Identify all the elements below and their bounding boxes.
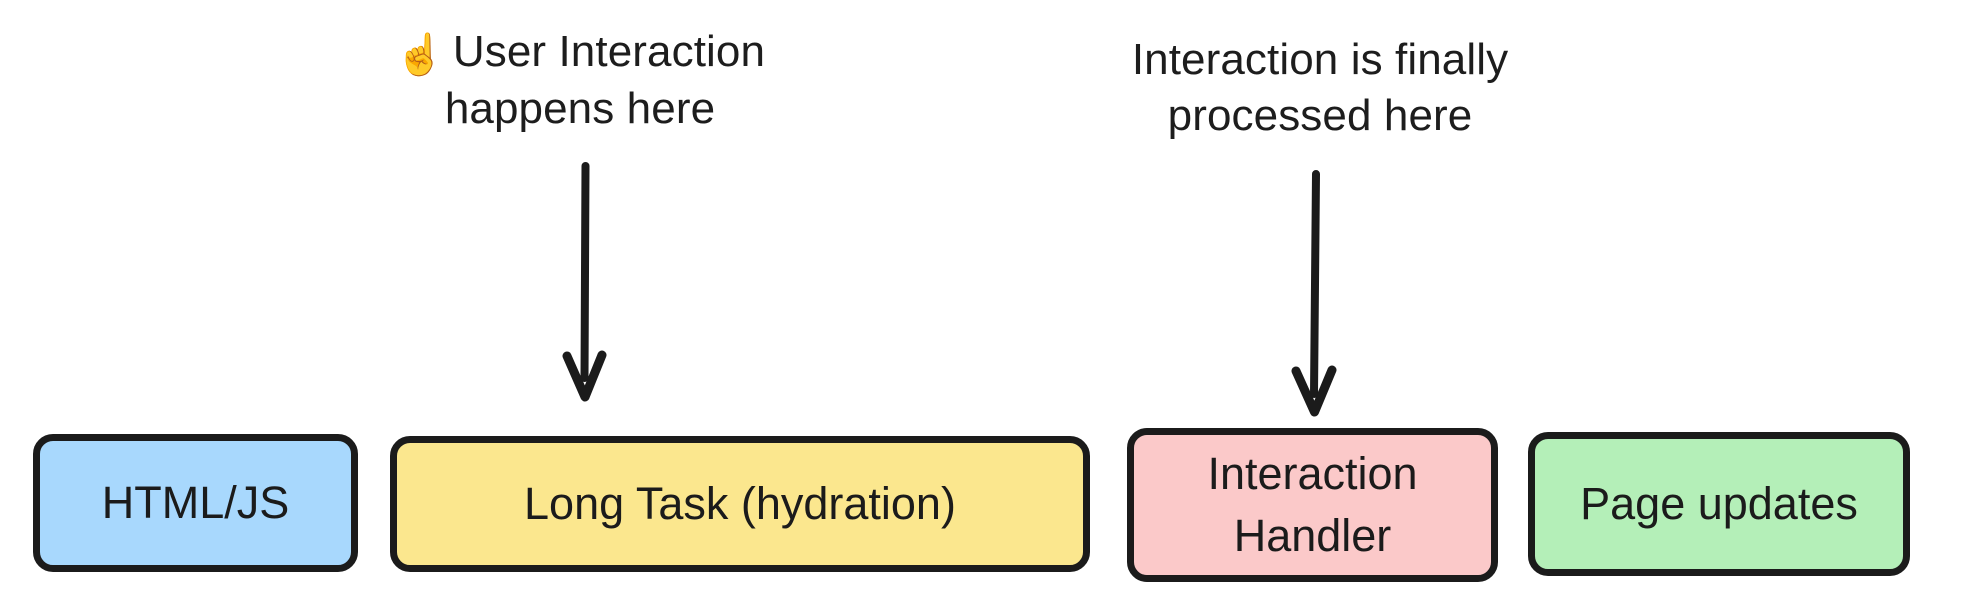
node-html-js-label: HTML/JS — [101, 476, 290, 528]
node-page-updates-label: Page updates — [1580, 477, 1858, 529]
annotation-user-interaction-text2: happens here — [444, 84, 716, 134]
node-html-js[interactable]: HTML/JS — [33, 434, 358, 572]
node-interaction-handler-label: Interaction Handler — [1207, 447, 1418, 561]
node-page-updates[interactable]: Page updates — [1528, 432, 1910, 576]
annotation-user-interaction: ☝️User Interaction happens here — [300, 24, 860, 138]
arrow-interaction-processed-to-handler — [1291, 170, 1337, 417]
annotation-user-interaction-text1: User Interaction — [452, 27, 766, 76]
annotation-user-interaction-line1: ☝️User Interaction — [300, 24, 860, 81]
node-long-task-label: Long Task (hydration) — [524, 477, 956, 529]
annotation-interaction-processed-text1: Interaction is finally — [1131, 35, 1509, 84]
node-interaction-handler[interactable]: Interaction Handler — [1127, 428, 1498, 582]
annotation-interaction-processed-text2: processed here — [1167, 91, 1473, 141]
annotation-interaction-processed: Interaction is finally processed here — [1040, 32, 1600, 145]
node-long-task[interactable]: Long Task (hydration) — [390, 436, 1090, 572]
point-up-hand-icon: ☝️ — [394, 33, 445, 77]
arrow-user-interaction-to-long-task — [562, 162, 607, 402]
